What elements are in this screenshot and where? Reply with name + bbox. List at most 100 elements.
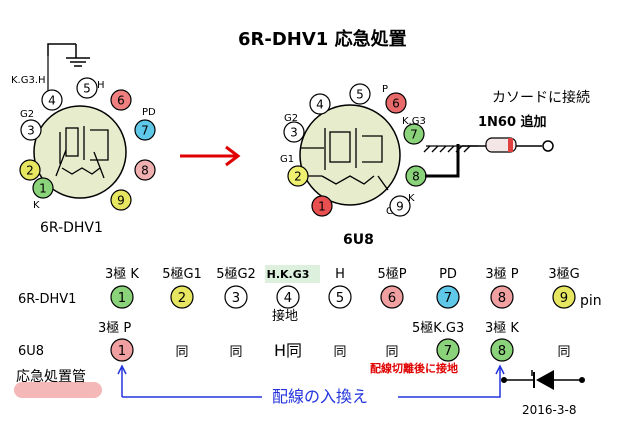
- row1-pin-5: 5: [328, 285, 352, 309]
- svg-text:1: 1: [39, 182, 47, 196]
- row2-top-right2: 3極 K: [485, 320, 519, 336]
- rewire-label: 配線の入換え: [272, 387, 368, 406]
- row2-name: 6U8: [18, 344, 44, 359]
- right-pin-4: 4: [309, 93, 331, 115]
- diode-label-part: 1N60 追加: [478, 114, 547, 130]
- ground-hatch: [423, 145, 478, 153]
- row1-pin-7: 7: [436, 285, 460, 309]
- svg-text:1: 1: [318, 200, 326, 214]
- right-pin-6: 6: [385, 92, 407, 114]
- right-pin-8: 8: [405, 165, 427, 187]
- pin-suffix: pin: [580, 293, 602, 309]
- svg-text:6: 6: [117, 94, 125, 108]
- svg-text:1: 1: [118, 291, 126, 306]
- svg-text:4: 4: [316, 98, 324, 112]
- label-g-r: G: [386, 206, 394, 217]
- row1-header-5: H: [335, 267, 345, 282]
- diode-label-cathode: カソードに接続: [492, 89, 590, 106]
- label-kg3h: K.G3.H: [11, 75, 46, 86]
- row1-header-6: 5極P: [377, 266, 406, 282]
- row2-value-5: 同: [333, 345, 346, 360]
- row1-pin-9: 9: [552, 285, 576, 309]
- row1-pin-8: 8: [490, 285, 514, 309]
- ground-label: 接地: [272, 308, 298, 324]
- row2-top-right1: 5極K.G3: [412, 320, 464, 336]
- row1-header-1: 3極 K: [105, 266, 139, 282]
- left-pin-4: 4: [41, 89, 63, 111]
- left-pin-8: 8: [134, 159, 156, 181]
- left-pin-7: 7: [134, 119, 156, 141]
- row2-pin-7: 7: [436, 338, 460, 362]
- row1-header-2: 5極G1: [162, 266, 202, 282]
- label-g2-r: G2: [284, 113, 298, 124]
- diode-symbol: [501, 370, 585, 390]
- rewire-arrows: [117, 364, 505, 398]
- label-kg3-r: K.G3: [402, 116, 426, 127]
- svg-text:4: 4: [284, 291, 292, 306]
- left-tube-electrodes: [55, 126, 109, 179]
- left-pin-5: 5: [76, 77, 98, 99]
- svg-text:9: 9: [560, 291, 568, 306]
- svg-text:9: 9: [396, 200, 404, 214]
- left-pin-3: 3: [20, 119, 42, 141]
- label-k: K: [33, 200, 40, 211]
- svg-text:1: 1: [118, 344, 126, 359]
- svg-text:7: 7: [444, 291, 452, 306]
- svg-text:5: 5: [336, 291, 344, 306]
- svg-text:5: 5: [356, 88, 364, 102]
- row1-pins: 1 2 3 4 5 6 7 8 9: [110, 285, 576, 309]
- svg-text:8: 8: [412, 170, 420, 184]
- right-pins: 12 3 4 5 67 8 9: [283, 83, 427, 217]
- row1-header-8: 3極 P: [485, 266, 518, 282]
- svg-text:8: 8: [141, 164, 149, 178]
- row1-pin-2: 2: [170, 285, 194, 309]
- row2-top-left: 3極 P: [98, 320, 131, 336]
- emergency-highlight: [14, 382, 102, 398]
- row2-value-6: 同: [385, 345, 398, 360]
- date-label: 2016-3-8: [522, 403, 576, 417]
- row1-header-4: H.K.G3: [267, 268, 310, 281]
- left-pin-2: 2: [19, 159, 41, 181]
- row1-name: 6R-DHV1: [18, 292, 76, 307]
- row2-value-2: 同: [175, 345, 188, 360]
- right-pin-2: 2: [287, 165, 309, 187]
- ground-symbol: [47, 43, 90, 67]
- svg-text:3: 3: [290, 126, 298, 140]
- cut-note: 配線切離後に接地: [370, 361, 458, 375]
- svg-text:2: 2: [26, 164, 34, 178]
- svg-text:8: 8: [498, 344, 506, 359]
- label-g2: G2: [20, 109, 34, 120]
- row1-pin-3: 3: [224, 285, 248, 309]
- label-pd: PD: [142, 107, 156, 118]
- row1-pin-4: 4: [276, 285, 300, 309]
- row1-header-7: PD: [439, 267, 457, 282]
- left-pin-1: 1: [32, 177, 54, 199]
- left-pin-6: 6: [110, 89, 132, 111]
- svg-text:3: 3: [232, 291, 240, 306]
- row1-pin-1: 1: [110, 285, 134, 309]
- right-tube-electrodes: [300, 128, 389, 191]
- right-pin-7: 7: [403, 123, 425, 145]
- svg-text:6: 6: [392, 97, 400, 111]
- row2-value-3: 同: [229, 345, 242, 360]
- emergency-label: 応急処置管: [16, 369, 86, 385]
- svg-text:9: 9: [117, 194, 125, 208]
- svg-text:7: 7: [444, 344, 452, 359]
- transition-arrow: [180, 145, 241, 167]
- right-pin-5: 5: [349, 83, 371, 105]
- label-h: H: [97, 80, 105, 91]
- svg-text:3: 3: [27, 124, 35, 138]
- right-pin-1: 1: [311, 195, 333, 217]
- row2-pin-1: 1: [110, 338, 134, 362]
- row2-pin-8: 8: [490, 338, 514, 362]
- label-p-top-r: P: [382, 84, 388, 95]
- right-pin-3: 3: [283, 121, 305, 143]
- right-tube-name: 6U8: [343, 232, 374, 248]
- svg-text:6: 6: [388, 291, 396, 306]
